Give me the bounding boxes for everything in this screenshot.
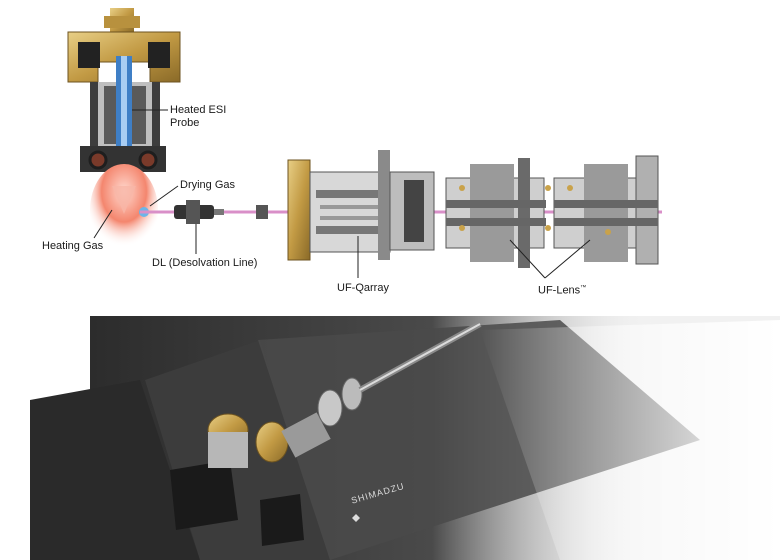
label-heating-gas: Heating Gas [42, 240, 104, 252]
uf-lens-1 [445, 158, 551, 268]
label-desolvation-line: DL (Desolvation Line) [152, 257, 258, 269]
label-uf-qarray: UF-Qarray [337, 282, 389, 294]
heated-esi-probe [67, 8, 181, 186]
label-uf-lens: UF-Lens™ [538, 282, 586, 298]
label-heated-esi-probe: Heated ESI Probe [170, 104, 227, 129]
label-drying-gas: Drying Gas [180, 179, 236, 191]
desolvation-line [174, 200, 268, 224]
trademark-mark: ™ [580, 285, 587, 291]
leader-lines [93, 109, 591, 279]
instrument-photo [30, 316, 780, 560]
uf-lens-2 [553, 155, 659, 265]
uf-qarray [287, 150, 435, 261]
label-uf-lens-text: UF-Lens [538, 284, 581, 297]
